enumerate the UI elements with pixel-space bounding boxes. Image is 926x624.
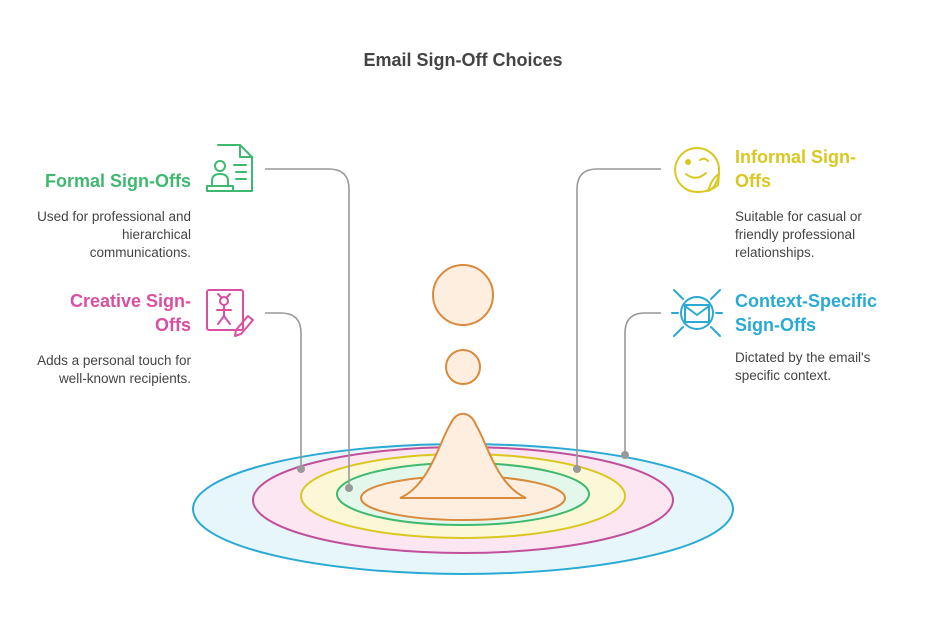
connector-creative [265,312,302,468]
splash-peak [399,412,527,499]
connector-informal [576,168,661,469]
formal-label: Formal Sign-Offs [44,171,191,191]
droplet-small [445,349,481,385]
creative-label: Creative Sign-Offs [69,291,191,335]
connector-dot-formal [345,484,353,492]
context-label: Context-Specific Sign-Offs [735,291,878,335]
drawing-icon [206,289,254,337]
connector-dot-informal [573,465,581,473]
connector-dot-creative [297,465,305,473]
envelope-icon [671,289,723,337]
diagram-title: Email Sign-Off Choices [363,50,563,70]
connector-formal [265,168,350,488]
informal-description: Suitable for casual or friendly professi… [735,209,862,260]
connector-dot-context [621,451,629,459]
wink-face-icon [674,147,720,193]
connector-context [624,312,661,455]
certificate-icon [206,144,253,192]
context-description: Dictated by the email's specific context… [735,350,871,383]
formal-description: Used for professional and hierarchical c… [37,209,191,260]
creative-description: Adds a personal touch for well-known rec… [37,353,191,386]
informal-label: Informal Sign-Offs [735,147,856,191]
droplet-large [432,264,494,326]
